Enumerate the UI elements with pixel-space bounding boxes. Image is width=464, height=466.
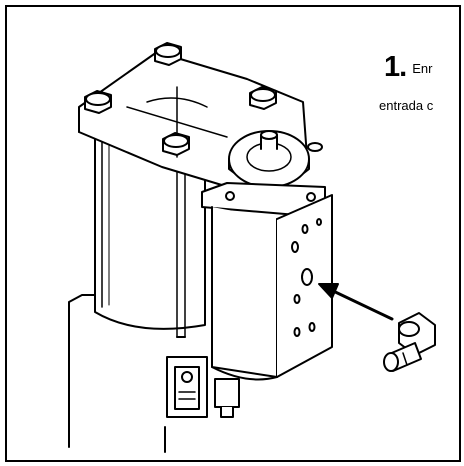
elbow-fitting	[383, 312, 436, 372]
lower-housing	[68, 294, 240, 453]
instruction-panel: 1. Enr entrada c	[5, 5, 461, 462]
round-cap	[228, 130, 323, 188]
direction-arrow	[318, 283, 394, 321]
step-text-line2: entrada c	[379, 98, 434, 113]
valve-block	[201, 182, 333, 381]
cylinder-fitting-illustration	[68, 42, 436, 453]
step-caption: 1. Enr	[384, 51, 432, 84]
step-text-line1: Enr	[412, 61, 433, 76]
step-number: 1.	[384, 51, 407, 83]
bolt-heads	[84, 42, 277, 156]
